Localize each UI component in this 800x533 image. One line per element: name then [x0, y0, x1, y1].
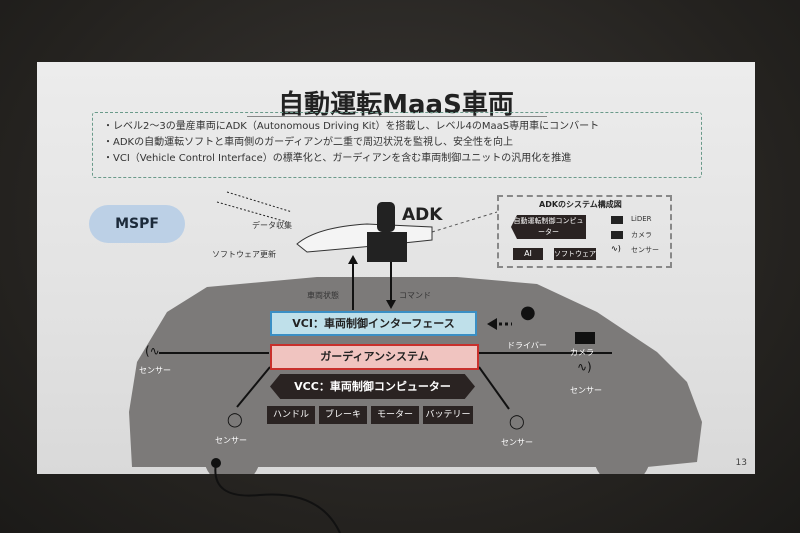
data-collection-label: データ収集: [252, 221, 292, 230]
mspf-cloud: MSPF: [89, 205, 185, 243]
adk-computer-box: 自動運転制御コンピューター: [511, 215, 586, 239]
bullet-1: ・レベル2〜3の量産車両にADK（Autonomous Driving Kit）…: [103, 121, 600, 132]
camera-label: カメラ: [570, 348, 594, 357]
presentation-slide: 自動運転MaaS車両 ・レベル2〜3の量産車両にADK（Autonomous D…: [37, 62, 755, 474]
bullet-box: ・レベル2〜3の量産車両にADK（Autonomous Driving Kit）…: [92, 112, 702, 178]
adk-sensor-icon: ∿): [611, 244, 621, 253]
actuator-steering: ハンドル: [267, 406, 315, 424]
bullet-2: ・ADKの自動運転ソフトと車両側のガーディアンが二重で周辺状況を監視し、安全性を…: [103, 137, 513, 148]
software-box: ソフトウェア: [554, 248, 596, 260]
sensor-icon-rear: ◯: [509, 414, 525, 430]
camera-icon: [575, 332, 595, 344]
sensor-label-right: センサー: [570, 386, 602, 395]
software-update-label: ソフトウェア更新: [212, 250, 276, 259]
title-underline: [247, 116, 547, 117]
driver-label: ドライバー: [507, 341, 547, 350]
sensor-icon-left: (∿: [145, 344, 160, 358]
vehicle-state-label: 車両状態: [307, 291, 339, 300]
driver-icon: ●: [520, 302, 536, 323]
adk-system-box: ADKのシステム構成図 自動運転制御コンピューター AI ソフトウェア LiDE…: [497, 195, 672, 268]
lidar-label: LiDER: [631, 215, 652, 223]
slide-title: 自動運転MaaS車両: [278, 90, 514, 120]
sensor-label-front: センサー: [215, 436, 247, 445]
adk-camera-label: カメラ: [631, 231, 652, 239]
sensor-label-left: センサー: [139, 366, 171, 375]
adk-vehicle-roof: [296, 223, 433, 253]
command-label: コマンド: [399, 291, 431, 300]
adk-system-title: ADKのシステム構成図: [539, 200, 622, 209]
vci-box: VCI：車両制御インターフェース: [270, 311, 477, 336]
bullet-3: ・VCI（Vehicle Control Interface）の標準化と、ガーデ…: [103, 153, 572, 164]
adk-sensor-label: センサー: [631, 246, 659, 254]
vcc-box: VCC：車両制御コンピューター: [270, 374, 475, 399]
lidar-icon: [611, 216, 623, 224]
sensor-label-rear: センサー: [501, 438, 533, 447]
adk-label: ADK: [402, 205, 443, 225]
actuator-brake: ブレーキ: [319, 406, 367, 424]
adk-camera-icon: [611, 231, 623, 239]
ai-box: AI: [513, 248, 543, 260]
page-number: 13: [735, 458, 747, 468]
actuator-motor: モーター: [371, 406, 419, 424]
actuator-battery: バッテリー: [423, 406, 473, 424]
guardian-box: ガーディアンシステム: [270, 344, 479, 370]
sensor-icon-right: ∿): [577, 360, 592, 374]
sensor-icon-front: ◯: [227, 412, 243, 428]
